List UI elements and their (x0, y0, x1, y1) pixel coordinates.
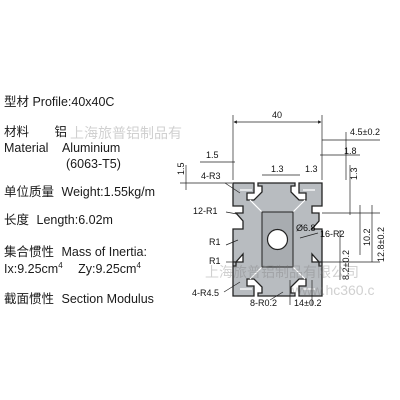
material-cn-label: 材料 (4, 125, 30, 139)
dim-r-top: 4-R3 (201, 171, 221, 181)
profile-spec: 型材 Profile:40x40C (4, 95, 114, 110)
material-en-label: Material (4, 141, 49, 155)
dim-inner-b: 1.3 (305, 164, 318, 174)
dim-bore: Ø6.8 (296, 223, 316, 233)
dim-slot-offset: 1.8 (344, 146, 357, 156)
dim-inner-a: 1.3 (271, 164, 284, 174)
ix-exponent: 4 (58, 260, 63, 270)
weight-row: 单位质量 Weight:1.55kg/m (4, 185, 155, 200)
watermark-bottom: 上海旅普铝制品有限公司 (205, 264, 359, 280)
weight-cn-label: 单位质量 (4, 185, 55, 199)
dimension-lines (180, 115, 380, 305)
dim-r1-a: R1 (209, 237, 221, 247)
material-cn-value: 铝 (54, 125, 68, 139)
watermark-url: www.hc360.c (292, 282, 375, 298)
dim-r12: 12-R1 (193, 206, 218, 216)
material-grade-text: (6063-T5) (66, 157, 121, 171)
inertia-en-label: Mass of Inertia: (61, 245, 147, 259)
material-en-row: Material Aluminium (4, 141, 120, 156)
dim-r-bottom: 8-R0.2 (250, 298, 277, 308)
dim-width: 40 (272, 110, 282, 120)
weight-en-value: Weight:1.55kg/m (61, 185, 156, 199)
dim-r45: 4-R4.5 (192, 288, 219, 298)
dim-r16: 16-R2 (320, 229, 345, 239)
dim-h12: 12.8±0.2 (376, 227, 386, 262)
dim-r1-b: R1 (209, 256, 221, 266)
center-bore-icon (266, 228, 289, 251)
zy-value: Zy:9.25cm (78, 262, 137, 276)
material-grade: (6063-T5) (66, 157, 121, 172)
modulus-cn-label: 截面惯性 (4, 292, 55, 306)
length-row: 长度 Length:6.02m (4, 213, 113, 228)
dim-h10: 10.2 (362, 228, 372, 246)
profile-inner-edges (240, 189, 315, 290)
dim-left-small: 1.5 (206, 150, 219, 160)
dim-left-height: 1.5 (176, 162, 186, 175)
modulus-row: 截面惯性 Section Modulus (4, 292, 154, 307)
watermark-top: 上海旅普铝制品有 (70, 125, 182, 141)
modulus-en-label: Section Modulus (61, 292, 154, 306)
length-en-value: Length:6.02m (36, 213, 113, 227)
dim-right-small: 1.3 (349, 167, 359, 180)
inertia-cn-label: 集合惯性 (4, 245, 55, 259)
dim-h8: 8.2±0.2 (341, 250, 351, 280)
material-en-value: Aluminium (61, 141, 121, 155)
inertia-values: Ix:9.25cm4 Zy:9.25cm4 (4, 260, 141, 277)
inertia-row: 集合惯性 Mass of Inertia: (4, 245, 147, 260)
length-cn-label: 长度 (4, 213, 30, 227)
dim-top-right: 4.5±0.2 (350, 127, 380, 137)
profile-text: 型材 Profile:40x40C (4, 95, 115, 109)
ix-value: Ix:9.25cm (4, 262, 59, 276)
zy-exponent: 4 (136, 260, 141, 270)
dim-bottom: 14±0.2 (294, 298, 321, 308)
material-cn-row: 材料 铝 (4, 125, 67, 140)
